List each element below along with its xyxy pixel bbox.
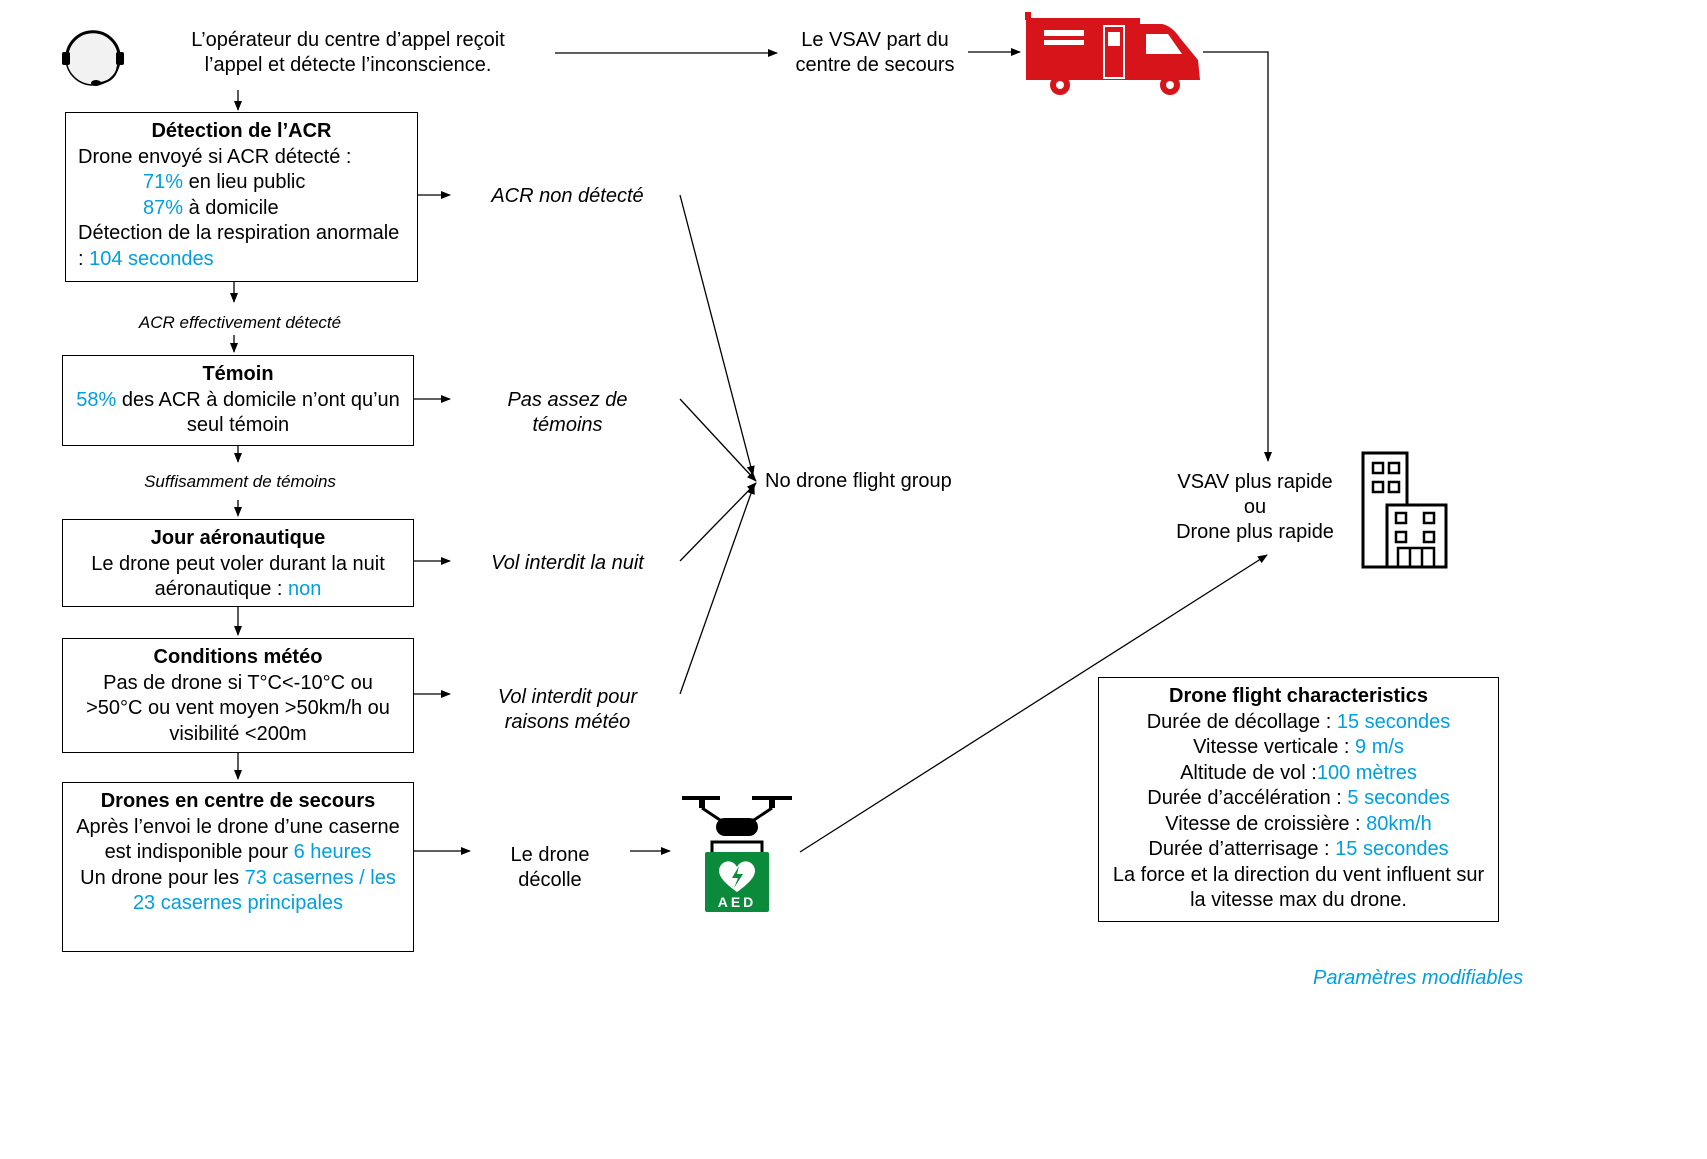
witness-text: des ACR à domicile n’ont qu’un seul témo… <box>116 388 400 437</box>
aeronautical-day-value: non <box>288 578 322 600</box>
operator-text: L’opérateur du centre d’appel reçoit l’a… <box>191 29 505 76</box>
acr-respiration-value: 104 secondes <box>89 247 214 270</box>
acr-respiration-label: Détection de la respiration anormale : <box>78 222 400 270</box>
station-drones-title: Drones en centre de secours <box>100 790 376 812</box>
aed-label: AED <box>717 894 757 910</box>
flight-row: Altitude de vol :100 mètres <box>1109 761 1488 787</box>
station-drones-value2: 73 casernes / les 23 casernes principale… <box>132 866 396 915</box>
arrow-weather-to-group <box>679 484 755 695</box>
ambulance-icon <box>1020 10 1205 95</box>
station-drones-text2: Un drone pour les <box>80 866 245 889</box>
witness-title: Témoin <box>202 363 274 385</box>
flight-row: Durée d’atterrisage : 15 secondes <box>1109 837 1488 863</box>
flight-row-value: 100 mètres <box>1316 761 1417 784</box>
flight-row-value: 15 secondes <box>1335 838 1449 860</box>
witness-box: Témoin 58% des ACR à domicile n’ont qu’u… <box>62 355 414 446</box>
acr-detected-label: ACR effectivement détecté <box>138 313 342 332</box>
station-drones-text1: Après l’envoi le drone d’une caserne est… <box>76 815 400 864</box>
headset-icon <box>58 25 128 90</box>
result-line3: Drone plus rapide <box>1176 521 1334 543</box>
vsav-departure-text: Le VSAV part du centre de secours <box>795 29 955 76</box>
flight-row: Vitesse verticale : 9 m/s <box>1109 735 1488 761</box>
acr-detection-line1: Drone envoyé si ACR détecté : <box>78 145 352 168</box>
station-drones-value1: 6 heures <box>293 841 372 863</box>
flight-row-label: Vitesse verticale : <box>1193 736 1356 758</box>
no-drone-flight-group: No drone flight group <box>765 470 952 492</box>
acr-home-row: 87% à domicile <box>78 196 405 222</box>
outcome-acr-not-detected: ACR non détecté <box>491 185 644 207</box>
flight-row-label: Durée d’atterrisage : <box>1148 838 1336 860</box>
flight-row-label: Altitude de vol : <box>1180 761 1317 784</box>
weather-text: Pas de drone si T°C<-10°C ou >50°C ou ve… <box>86 671 390 745</box>
flight-row: Durée d’accélération : 5 secondes <box>1109 786 1488 812</box>
acr-detection-title: Détection de l’ACR <box>151 120 332 142</box>
flight-row: Vitesse de croissière : 80km/h <box>1109 812 1488 838</box>
result-line2: ou <box>1243 496 1267 518</box>
station-drones-row2: Un drone pour les 73 casernes / les 23 c… <box>75 866 401 917</box>
flight-characteristics-box: Drone flight characteristics Durée de dé… <box>1098 677 1499 922</box>
result-text: VSAV plus rapide ou Drone plus rapide <box>1150 470 1360 545</box>
flight-row-label: Durée d’accélération : <box>1147 787 1348 809</box>
flight-note: La force et la direction du vent influen… <box>1112 863 1485 912</box>
outcome-night-forbidden: Vol interdit la nuit <box>491 552 644 574</box>
witness-pct: 58% <box>76 388 117 411</box>
flight-row: Durée de décollage : 15 secondes <box>1109 710 1488 736</box>
drone-takeoff-text: Le drone décolle <box>510 844 590 891</box>
acr-home-label: à domicile <box>183 196 279 219</box>
enough-witnesses-label: Suffisamment de témoins <box>144 472 336 491</box>
acr-public-label: en lieu public <box>183 171 306 193</box>
acr-public-pct: 71% <box>143 171 184 193</box>
arrow-night-to-group <box>679 482 757 562</box>
witness-text-row: 58% des ACR à domicile n’ont qu’un seul … <box>73 388 403 439</box>
flight-row-value: 15 secondes <box>1336 710 1451 733</box>
aed-drone-icon: AED <box>680 790 795 915</box>
weather-title: Conditions météo <box>153 646 323 668</box>
modifiable-parameters-legend: Paramètres modifiables <box>1313 967 1524 989</box>
arrow-not-detected-to-group <box>679 194 755 476</box>
aeronautical-day-text-row: Le drone peut voler durant la nuit aéron… <box>73 552 403 603</box>
weather-box: Conditions météo Pas de drone si T°C<-10… <box>62 638 414 753</box>
station-drones-box: Drones en centre de secours Après l’envo… <box>62 782 414 952</box>
outcome-weather-forbidden: Vol interdit pour raisons météo <box>497 686 638 733</box>
acr-detection-box: Détection de l’ACR Drone envoyé si ACR d… <box>65 112 418 282</box>
aeronautical-day-box: Jour aéronautique Le drone peut voler du… <box>62 519 414 607</box>
flight-row-value: 80km/h <box>1366 812 1432 835</box>
result-line1: VSAV plus rapide <box>1177 471 1333 493</box>
arrow-drone-to-result <box>799 554 1268 853</box>
aeronautical-day-text: Le drone peut voler durant la nuit aéron… <box>91 552 385 601</box>
flight-row-value: 9 m/s <box>1355 736 1404 758</box>
acr-respiration-row: Détection de la respiration anormale : 1… <box>78 221 405 272</box>
arrow-not-enough-to-group <box>679 398 757 482</box>
station-drones-row1: Après l’envoi le drone d’une caserne est… <box>75 815 401 866</box>
flight-row-value: 5 secondes <box>1347 787 1450 809</box>
flight-row-label: Durée de décollage : <box>1146 710 1337 733</box>
acr-home-pct: 87% <box>143 196 184 219</box>
aeronautical-day-title: Jour aéronautique <box>150 527 326 549</box>
hospital-building-icon <box>1360 450 1450 570</box>
flight-row-label: Vitesse de croissière : <box>1165 812 1367 835</box>
outcome-not-enough-witnesses: Pas assez de témoins <box>507 389 628 436</box>
arrow-ambulance-to-result <box>1203 51 1272 462</box>
flight-characteristics-title: Drone flight characteristics <box>1169 685 1428 707</box>
acr-public-row: 71% en lieu public <box>78 170 405 196</box>
